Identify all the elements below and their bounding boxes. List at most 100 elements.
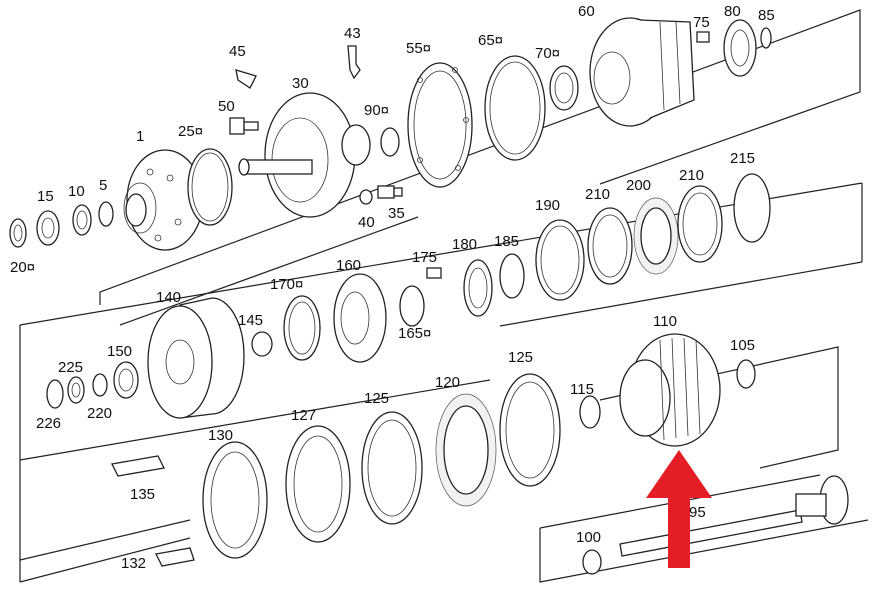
screw-35-40 xyxy=(359,185,403,205)
ring-5 xyxy=(98,201,114,227)
washer-10 xyxy=(72,204,92,236)
friction-disc-120 xyxy=(435,393,497,507)
label-200: 200 xyxy=(626,177,651,194)
label-30: 30 xyxy=(292,75,309,92)
label-125-b: 125 xyxy=(364,390,389,407)
seal-165 xyxy=(399,285,425,327)
spring-135 xyxy=(111,455,165,477)
label-210-b: 210 xyxy=(679,167,704,184)
ring-85 xyxy=(760,27,772,49)
label-40: 40 xyxy=(358,214,375,231)
label-65: 65¤ xyxy=(478,32,503,49)
clip-45 xyxy=(235,69,257,89)
friction-disc-200 xyxy=(633,197,679,275)
label-165: 165¤ xyxy=(398,325,431,342)
label-150: 150 xyxy=(107,343,132,360)
label-95: 95 xyxy=(689,504,706,521)
washer-220 xyxy=(92,373,108,397)
label-215: 215 xyxy=(730,150,755,167)
plate-210-a xyxy=(587,207,633,285)
pump-body-60 xyxy=(589,17,695,127)
plate-127 xyxy=(285,425,351,543)
plate-130 xyxy=(202,441,268,559)
label-10: 10 xyxy=(68,183,85,200)
label-75: 75 xyxy=(693,14,710,31)
label-25: 25¤ xyxy=(178,123,203,140)
planet-carrier-110 xyxy=(619,333,721,447)
label-210-a: 210 xyxy=(585,186,610,203)
label-100: 100 xyxy=(576,529,601,546)
label-45: 45 xyxy=(229,43,246,60)
spring-75 xyxy=(696,31,710,43)
label-85: 85 xyxy=(758,7,775,24)
spring-pack-180 xyxy=(463,259,493,317)
plate-190 xyxy=(535,219,585,301)
label-55: 55¤ xyxy=(406,40,431,57)
ring-90 xyxy=(380,127,400,157)
label-190: 190 xyxy=(535,197,560,214)
label-180: 180 xyxy=(452,236,477,253)
label-225: 225 xyxy=(58,359,83,376)
label-15: 15 xyxy=(37,188,54,205)
label-5: 5 xyxy=(99,177,107,194)
bearing-105 xyxy=(736,359,756,389)
drum-140 xyxy=(147,297,245,419)
label-43: 43 xyxy=(344,25,361,42)
washer-225 xyxy=(67,376,85,404)
plate-125-a xyxy=(361,411,423,525)
label-145: 145 xyxy=(238,312,263,329)
seal-65 xyxy=(484,55,546,161)
label-170: 170¤ xyxy=(270,276,303,293)
label-90: 90¤ xyxy=(364,102,389,119)
plate-210-b xyxy=(677,185,723,263)
piston-160 xyxy=(333,273,387,363)
stator-shaft-30 xyxy=(238,92,371,218)
seal-170 xyxy=(283,295,321,361)
label-60: 60 xyxy=(578,3,595,20)
label-70: 70¤ xyxy=(535,45,560,62)
label-226: 226 xyxy=(36,415,61,432)
bearing-150 xyxy=(113,361,139,399)
label-50: 50 xyxy=(218,98,235,115)
label-160: 160 xyxy=(336,257,361,274)
label-140: 140 xyxy=(156,289,181,306)
label-185: 185 xyxy=(494,233,519,250)
bearing-15 xyxy=(36,210,60,246)
spring-175 xyxy=(426,267,442,279)
label-132: 132 xyxy=(121,555,146,572)
label-80: 80 xyxy=(724,3,741,20)
label-20: 20¤ xyxy=(10,259,35,276)
label-35: 35 xyxy=(388,205,405,222)
red-arrow-indicator xyxy=(646,450,712,568)
label-120: 120 xyxy=(435,374,460,391)
snap-ring-215 xyxy=(733,173,771,243)
bearing-80 xyxy=(723,19,757,77)
label-125-a: 125 xyxy=(508,349,533,366)
bearing-115 xyxy=(579,395,601,429)
clip-132 xyxy=(155,547,195,567)
output-shaft-95 xyxy=(619,475,849,557)
label-1: 1 xyxy=(136,128,144,145)
label-110: 110 xyxy=(653,313,677,330)
o-ring-25 xyxy=(187,148,233,226)
bushing-145 xyxy=(251,331,273,357)
label-175: 175 xyxy=(412,249,437,266)
seal-20 xyxy=(9,218,27,248)
seal-70 xyxy=(549,65,579,111)
part-labels: 1 5 10 15 20¤ 25¤ 30 35 40 43 45 50 55¤ … xyxy=(10,3,775,572)
label-220: 220 xyxy=(87,405,112,422)
snap-ring-185 xyxy=(499,253,525,299)
label-130: 130 xyxy=(208,427,233,444)
label-135: 135 xyxy=(130,486,155,503)
label-127: 127 xyxy=(291,407,316,424)
gasket-55 xyxy=(407,62,473,188)
lock-tab-43 xyxy=(347,45,361,80)
bearing-226 xyxy=(46,379,64,409)
ring-100 xyxy=(582,549,602,575)
pump-housing-1 xyxy=(123,149,204,251)
plate-125-b xyxy=(499,373,561,487)
label-115: 115 xyxy=(570,381,594,398)
label-105: 105 xyxy=(730,337,755,354)
bolt-50 xyxy=(229,117,259,135)
